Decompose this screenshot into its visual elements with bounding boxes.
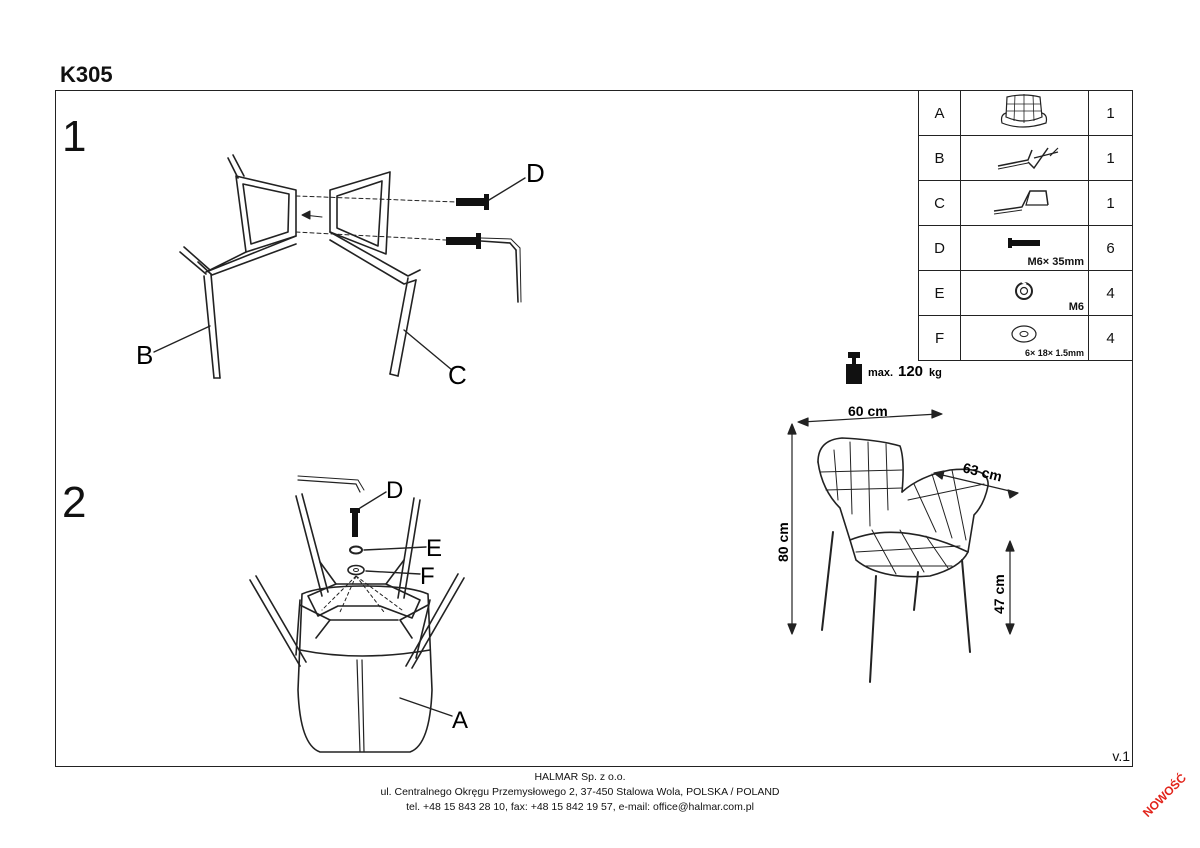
spring-washer-icon	[1014, 281, 1033, 300]
instruction-frame	[55, 90, 1133, 767]
part-letter: F	[917, 315, 962, 361]
leg-frame-icon	[993, 190, 1049, 215]
weight-icon	[846, 352, 862, 384]
part-spec-label: M6	[1068, 301, 1085, 313]
dimension-lines	[787, 409, 1019, 635]
leader-f	[365, 570, 421, 575]
dimension-seat-height: 47 cm	[991, 574, 1007, 614]
leader-d1	[488, 177, 526, 201]
step-number-1: 1	[62, 112, 87, 161]
part-quantity: 4	[1088, 315, 1133, 361]
leader-e	[363, 546, 427, 551]
parts-row-a: A 1	[917, 90, 1133, 136]
company-footer: HALMAR Sp. z o.o. ul. Centralnego Okręgu…	[0, 770, 1160, 815]
leader-b	[153, 325, 211, 353]
chair-seat-icon	[1000, 94, 1047, 128]
part-letter: D	[917, 225, 962, 271]
callout-d-step2: D	[386, 477, 403, 504]
parts-row-c: C 1	[917, 180, 1133, 226]
part-quantity: 1	[1088, 180, 1133, 226]
callout-f: F	[420, 563, 435, 590]
step1-guide-lines	[295, 195, 457, 241]
flat-washer-icon	[1010, 325, 1037, 343]
step1-leg-frame-c	[329, 171, 421, 377]
step1-leg-frame-b	[179, 154, 297, 379]
dimension-chair	[817, 437, 989, 683]
callout-a: A	[452, 707, 468, 734]
company-name: HALMAR Sp. z o.o.	[534, 771, 626, 783]
leader-a	[399, 697, 453, 717]
callout-b: B	[136, 340, 153, 370]
callout-d-step1: D	[526, 158, 545, 188]
leg-frame-icon	[997, 147, 1058, 170]
step-number-2: 2	[62, 478, 87, 527]
part-spec-label: M6× 35mm	[1027, 256, 1085, 268]
parts-row-f: F 6× 18× 1.5mm 4	[917, 315, 1133, 361]
parts-table: A 1 B 1 C	[917, 90, 1133, 361]
version-label: v.1	[1112, 748, 1130, 764]
part-letter: B	[917, 135, 962, 181]
leader-c	[403, 329, 453, 371]
model-title: K305	[60, 62, 113, 87]
load-prefix: max.	[868, 367, 893, 379]
part-quantity: 6	[1088, 225, 1133, 271]
part-spec-label: 6× 18× 1.5mm	[1025, 348, 1085, 358]
step2-chair-assembly	[249, 493, 465, 753]
step2-hardware	[297, 475, 365, 576]
parts-row-d: D M6× 35mm 6	[917, 225, 1133, 271]
part-image-spring-washer: M6	[960, 270, 1090, 316]
part-letter: E	[917, 270, 962, 316]
callout-c: C	[448, 360, 467, 390]
step1-bolts	[446, 194, 522, 303]
leader-d2	[359, 491, 387, 509]
part-image-flat-washer: 6× 18× 1.5mm	[960, 315, 1090, 361]
dimension-width: 60 cm	[848, 403, 888, 419]
part-letter: A	[917, 90, 962, 136]
part-letter: C	[917, 180, 962, 226]
part-quantity: 1	[1088, 90, 1133, 136]
part-image-chair-seat	[960, 90, 1090, 136]
company-address: ul. Centralnego Okręgu Przemysłowego 2, …	[380, 786, 780, 798]
part-quantity: 4	[1088, 270, 1133, 316]
dimension-height: 80 cm	[775, 522, 791, 562]
part-image-bolt: M6× 35mm	[960, 225, 1090, 271]
load-value: 120	[898, 363, 923, 380]
bolt-icon	[1007, 238, 1040, 248]
callout-e: E	[426, 535, 442, 562]
load-unit: kg	[929, 367, 942, 379]
parts-row-e: E M6 4	[917, 270, 1133, 316]
company-contact: tel. +48 15 843 28 10, fax: +48 15 842 1…	[406, 801, 754, 813]
